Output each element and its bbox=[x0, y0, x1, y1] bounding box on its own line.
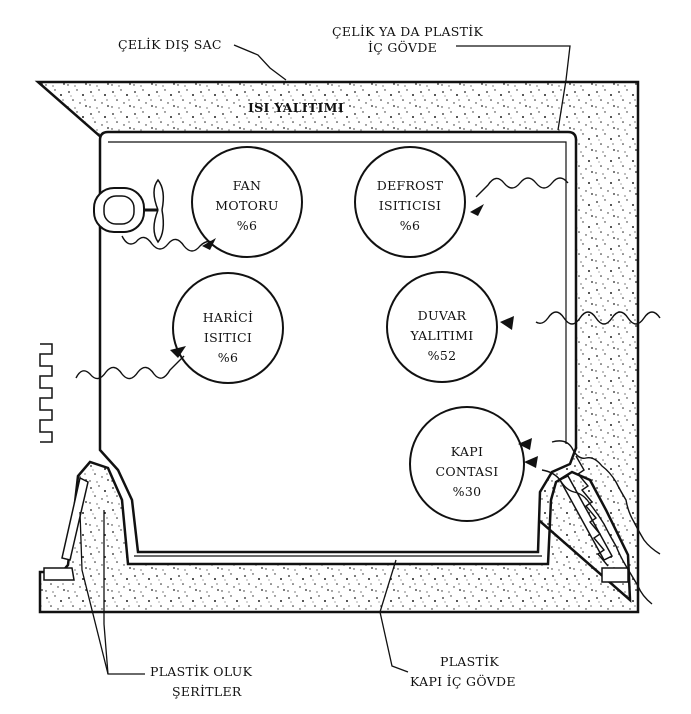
arrow-head-gasket-upper bbox=[518, 438, 532, 450]
fan-motor-icon bbox=[93, 178, 165, 244]
heat-flow-defrost bbox=[475, 177, 569, 198]
left-door-seal bbox=[43, 567, 75, 581]
left-breaker-strip bbox=[61, 476, 89, 561]
left-gasket-strip bbox=[39, 343, 53, 443]
right-gasket-teeth bbox=[575, 455, 609, 567]
right-door-seal bbox=[601, 567, 629, 583]
arrow-head-fan bbox=[202, 238, 216, 250]
door-inner-leader bbox=[379, 559, 409, 673]
inner-liner bbox=[108, 141, 567, 444]
wall-insulation-line1: DUVAR bbox=[418, 308, 467, 323]
wall-insulation-percent: %52 bbox=[428, 348, 457, 363]
gasket-strips-leader-left bbox=[79, 511, 145, 675]
door-inner-label-line1: PLASTİK bbox=[440, 654, 499, 669]
external-heater-line1: HARİCİ bbox=[203, 310, 254, 325]
external-heater-percent: %6 bbox=[218, 350, 238, 365]
gasket-strips-leader-right bbox=[103, 510, 109, 675]
heat-flow-gasket-upper bbox=[551, 440, 661, 555]
fan-motor-line1: FAN bbox=[233, 178, 261, 193]
heat-source-fan-motor: FAN MOTORU %6 bbox=[191, 146, 303, 258]
door-gasket-line2: CONTASI bbox=[435, 464, 498, 479]
heat-source-external-heater: HARİCİ ISITICI %6 bbox=[172, 272, 284, 384]
arrow-head-wall bbox=[500, 316, 514, 330]
defrost-heater-line2: ISITICISI bbox=[379, 198, 441, 213]
heat-flow-external bbox=[75, 355, 185, 380]
heat-flow-fan-motor bbox=[121, 235, 213, 252]
defrost-heater-line1: DEFROST bbox=[377, 178, 444, 193]
arrow-head-gasket-lower bbox=[524, 456, 538, 468]
inner-body-label-line1: ÇELİK YA DA PLASTİK bbox=[332, 24, 484, 39]
outer-sheet-leader bbox=[233, 44, 287, 81]
heat-source-defrost-heater: DEFROST ISITICISI %6 bbox=[354, 146, 466, 258]
defrost-heater-percent: %6 bbox=[400, 218, 420, 233]
heat-source-door-gasket: KAPI CONTASI %30 bbox=[409, 406, 525, 522]
outer-sheet-label: ÇELİK DIŞ SAC bbox=[118, 37, 222, 52]
right-breaker-strip bbox=[558, 475, 614, 561]
wall-insulation-line2: YALITIMI bbox=[410, 328, 474, 343]
heat-source-wall-insulation: DUVAR YALITIMI %52 bbox=[386, 271, 498, 383]
inner-body-label-line2: İÇ GÖVDE bbox=[368, 39, 437, 55]
arrow-head-defrost bbox=[470, 204, 484, 216]
external-heater-line2: ISITICI bbox=[204, 330, 252, 345]
fan-motor-line2: MOTORU bbox=[215, 198, 278, 213]
inner-body-leader bbox=[456, 45, 571, 131]
insulation-label: ISI YALITIMI bbox=[248, 100, 344, 115]
arrow-head-external bbox=[170, 346, 186, 358]
gasket-strips-label-line2: ŞERİTLER bbox=[172, 684, 242, 699]
heat-flow-wall bbox=[535, 311, 661, 325]
door-inner-label-line2: KAPI İÇ GÖVDE bbox=[410, 673, 516, 689]
gasket-strips-label-line1: PLASTİK OLUK bbox=[150, 664, 253, 679]
heat-flow-gasket-lower bbox=[541, 469, 653, 605]
fan-motor-percent: %6 bbox=[237, 218, 257, 233]
door-gasket-line1: KAPI bbox=[451, 444, 483, 459]
door-gasket-percent: %30 bbox=[453, 484, 482, 499]
